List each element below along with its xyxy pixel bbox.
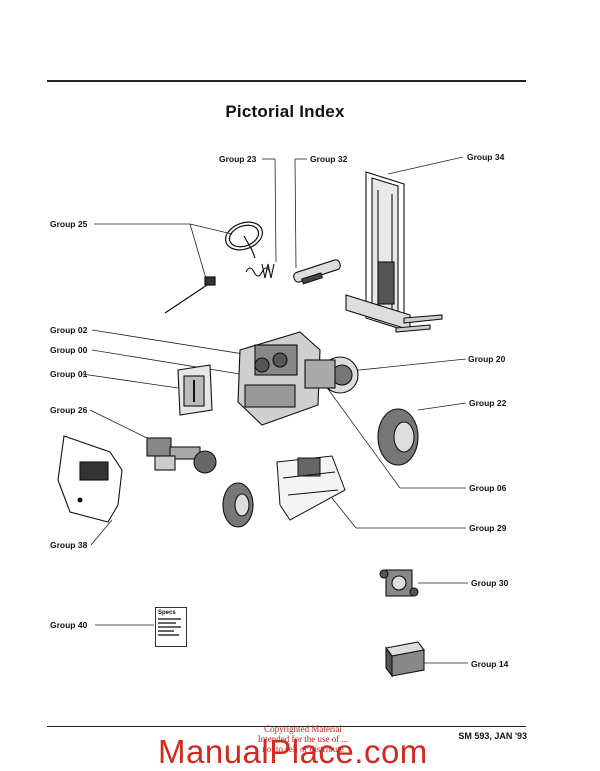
engine-illustration [237, 331, 359, 426]
group-40-label: Group 40 [50, 620, 88, 630]
group-30-label: Group 30 [471, 578, 509, 588]
battery-illustration [385, 641, 425, 678]
counterweight-illustration [57, 435, 123, 523]
group-26-label: Group 26 [50, 405, 88, 415]
lift-cylinder-illustration [293, 259, 341, 285]
group-02-label: Group 02 [50, 325, 88, 335]
top-rule [47, 80, 526, 82]
group-25-label: Group 25 [50, 219, 88, 229]
wheel-illustration [222, 408, 419, 528]
group-23-label: Group 23 [219, 154, 257, 164]
springs-illustration [245, 263, 275, 279]
frame-illustration [276, 455, 346, 521]
mast-illustration [345, 171, 443, 333]
manual-reference: SM 593, JAN '93 [458, 731, 527, 741]
site-watermark: ManualPlace.com [158, 733, 428, 770]
group-34-label: Group 34 [467, 152, 505, 162]
group-20-label: Group 20 [468, 354, 506, 364]
group-14-label: Group 14 [471, 659, 509, 669]
filter-illustration [177, 364, 213, 416]
specs-doc-title: Specs [158, 610, 176, 616]
group-06-label: Group 06 [469, 483, 507, 493]
group-22-label: Group 22 [469, 398, 507, 408]
group-29-label: Group 29 [469, 523, 507, 533]
bottom-rule [47, 726, 526, 727]
group-00-label: Group 00 [50, 345, 88, 355]
axle-illustration [146, 437, 217, 474]
group-32-label: Group 32 [310, 154, 348, 164]
group-38-label: Group 38 [50, 540, 88, 550]
hydraulic-valve-illustration [379, 569, 419, 597]
specs-document-illustration: Specs [155, 607, 187, 647]
copyright-watermark: Copyrighted Material Intended for the us… [257, 724, 349, 754]
group-01-label: Group 01 [50, 369, 88, 379]
steering-wheel-illustration [164, 221, 263, 314]
page-title: Pictorial Index [225, 102, 345, 121]
